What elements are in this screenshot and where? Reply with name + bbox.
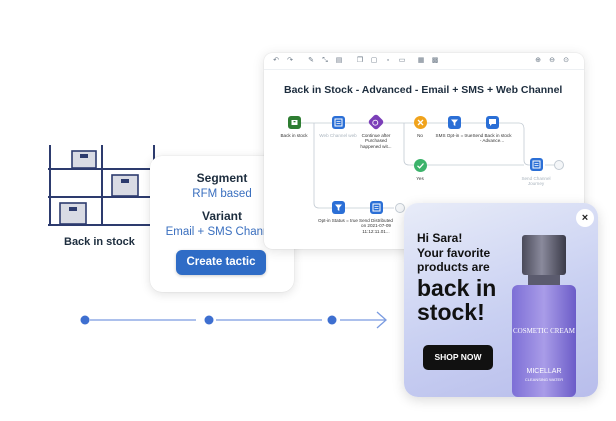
- delete-icon[interactable]: ▫: [386, 57, 390, 64]
- segment-heading: Segment: [196, 171, 248, 185]
- favorite-products-text: Your favorite products are: [417, 246, 491, 274]
- start-node-label: Back in stock: [280, 133, 308, 138]
- redo-icon[interactable]: ↷: [287, 57, 293, 64]
- edit-icon[interactable]: ✎: [308, 57, 314, 64]
- end-node-1[interactable]: [554, 160, 564, 170]
- create-tactic-button[interactable]: Create tactic: [176, 250, 266, 275]
- flow-title: Back in Stock - Advanced - Email + SMS +…: [284, 84, 563, 96]
- segment-value: RFM based: [192, 188, 252, 200]
- no-branch-label: No: [417, 133, 423, 138]
- undo-icon[interactable]: ↶: [273, 57, 279, 64]
- headline-text: back in stock!: [417, 275, 497, 325]
- variant-heading: Variant: [201, 209, 243, 223]
- layout-icon[interactable]: ▤: [335, 57, 343, 64]
- close-button[interactable]: ×: [576, 209, 594, 227]
- flow-connectors: [301, 122, 554, 209]
- progress-dot-3: [327, 315, 337, 325]
- progress-dot-1: [80, 315, 90, 325]
- cut-icon[interactable]: ▭: [398, 57, 406, 64]
- wait-decision-node[interactable]: [367, 113, 385, 131]
- send-channel-node[interactable]: [530, 158, 543, 171]
- shop-now-button[interactable]: SHOP NOW: [423, 345, 493, 370]
- bottle-line1-text: MICELLAR: [526, 368, 561, 375]
- yes-branch-label: Yes: [416, 176, 424, 181]
- send-distributed-node[interactable]: [370, 201, 383, 214]
- copy-icon[interactable]: ❐: [356, 57, 364, 64]
- zoom-reset-icon[interactable]: ⊙: [563, 57, 569, 64]
- no-branch-icon[interactable]: [414, 116, 427, 129]
- progress-dot-2: [204, 315, 214, 325]
- zoom-in-icon[interactable]: ⊕: [535, 57, 541, 64]
- bottle-line2-text: CLEANSING WATER: [525, 377, 563, 382]
- flow-toolbar: ↶ ↷ ✎ ⤡ ▤ ❐ ▢ ▫ ▭ ▦ ▩ ⊕ ⊖ ⊙: [264, 53, 584, 70]
- send-channel-label: Send Channel Journey: [521, 176, 551, 187]
- send-sms-label: Send Back in stock - Advance...: [472, 133, 512, 144]
- web-email-node-label: Web Channel web: [319, 133, 357, 138]
- optin-status-filter-node[interactable]: [332, 201, 345, 214]
- web-channel-popup: COSMETIC CREAM MICELLAR CLEANSING WATER …: [404, 203, 598, 397]
- send-sms-node[interactable]: [486, 116, 499, 129]
- variant-value: Email + SMS Channel: [165, 226, 279, 238]
- zoom-out-icon[interactable]: ⊖: [549, 57, 555, 64]
- bottle-brand-text: COSMETIC CREAM: [513, 327, 576, 335]
- product-bottle-image: COSMETIC CREAM MICELLAR CLEANSING WATER: [512, 235, 576, 397]
- sms-optin-filter-node[interactable]: [448, 116, 461, 129]
- grid-icon[interactable]: ▦: [417, 57, 425, 64]
- optin-status-label: Opt-in Status = true: [318, 218, 358, 223]
- connect-icon[interactable]: ⤡: [322, 57, 328, 64]
- wait-decision-label: Continue after Purchased happened wit...: [360, 133, 392, 149]
- send-distributed-label: Send Distributed on 2021-07-09 11:12:11.…: [359, 218, 393, 234]
- start-node[interactable]: [288, 116, 301, 129]
- sms-optin-label: SMS Opt-in = true: [435, 133, 473, 138]
- illustration-label: Back in stock: [64, 236, 135, 248]
- end-node-2[interactable]: [395, 203, 405, 213]
- yes-branch-icon[interactable]: [414, 159, 427, 172]
- progress-arrow: [80, 311, 387, 329]
- web-email-node[interactable]: [332, 116, 345, 129]
- shelf-illustration: [48, 145, 156, 226]
- fit-icon[interactable]: ▩: [431, 57, 439, 64]
- greeting-text: Hi Sara!: [417, 231, 463, 245]
- paste-icon[interactable]: ▢: [370, 57, 378, 64]
